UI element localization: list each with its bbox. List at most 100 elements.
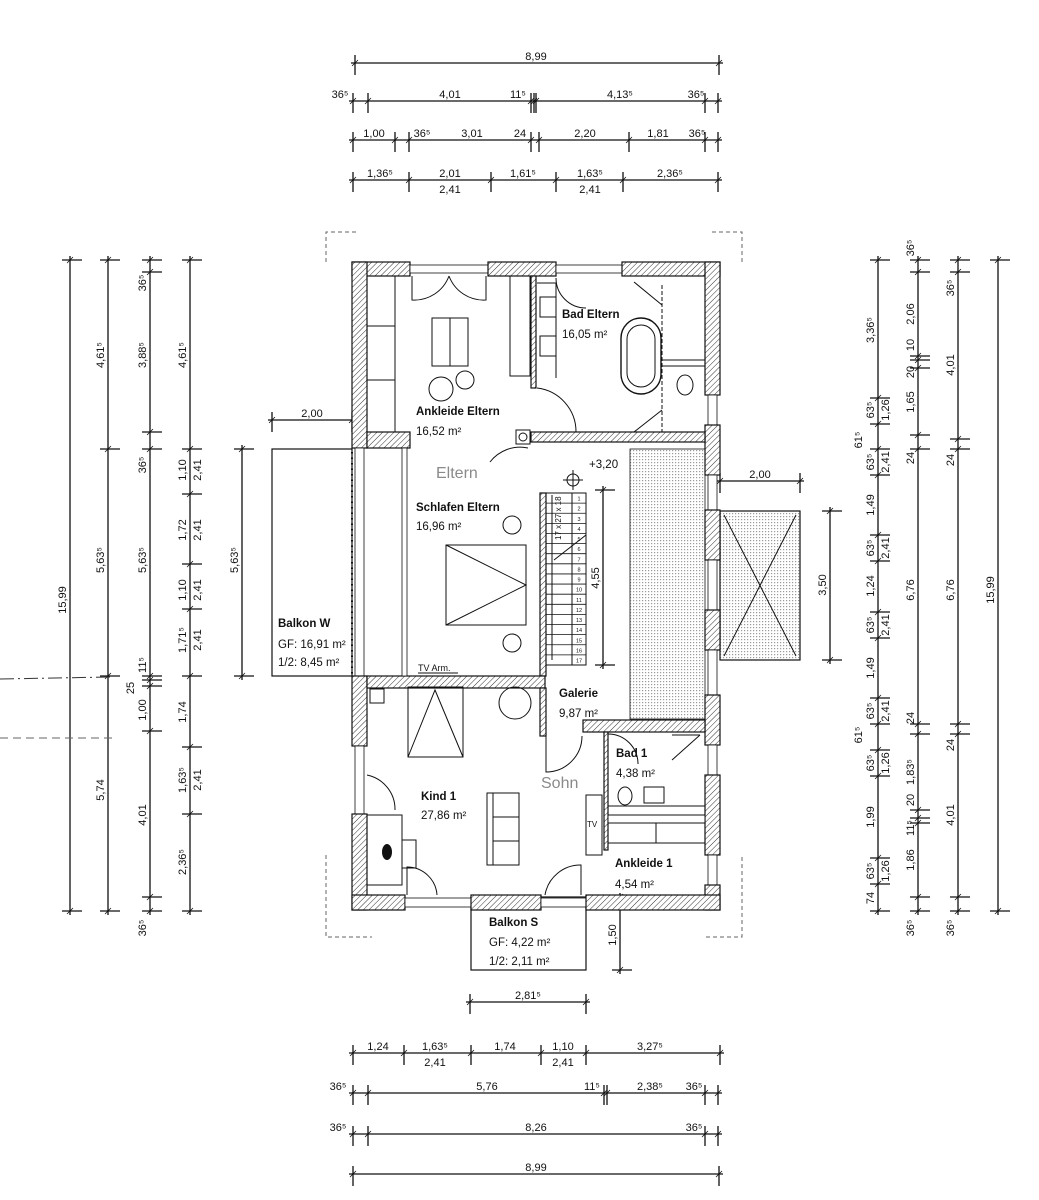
dimension-tick [146,727,154,735]
stair-step-number: 2 [577,507,580,513]
dimension-tick [66,907,74,915]
reference-lines [0,231,743,938]
dimension-label: 1,74 [494,1041,515,1053]
room-area: 27,86 m² [421,810,467,822]
dimension-label: 2,00 [749,469,770,481]
dimension-label: 4,61⁵ [95,342,107,368]
dimension-tick [796,477,804,485]
dimension-chain: 2,00 [716,469,804,493]
dimension-tick [186,672,194,680]
dimension-label: 10 [905,339,917,351]
dimension-label: 63⁵ [865,454,877,471]
dimension-label: 20 [905,794,917,806]
dimension-tick [954,268,962,276]
dimension-tick [582,998,590,1006]
dimension-tick [186,560,194,568]
dimension-label: 4,13⁵ [607,89,633,101]
dimension-tick [914,814,922,822]
dimension-tick [104,672,112,680]
dimension-label: 61⁵ [853,727,865,744]
dimension-label: 1,10 [177,579,189,600]
dimension-tick [186,490,194,498]
dimension-label: 3,88⁵ [137,342,149,368]
dimension-label: 1,99 [865,806,877,827]
dimension-tick [874,445,882,453]
dimension-tick [714,1130,722,1138]
dimension-label: 1,86 [905,849,917,870]
dimension-tick [268,416,276,424]
dimension-tick [874,394,882,402]
dimension-label: 3,01 [461,128,482,140]
dimension-tick [364,1089,372,1097]
dimension-chain: 5,63⁵ [229,445,254,680]
dimension-tick [914,268,922,276]
dimension-tick [146,907,154,915]
dimension-tick [527,136,535,144]
dimension-label: 1,72 [177,519,189,540]
room-name: Bad Eltern [562,309,620,321]
dimension-label: 36⁵ [686,1081,703,1093]
dimension-label: 15,99 [57,586,69,614]
dimension-tick [954,435,962,443]
dimension-label: 4,01 [945,804,957,825]
dimension-tick [146,672,154,680]
dimension-label: 2,41 [192,519,204,540]
dimension-label: 2,41 [880,614,892,635]
dimension-label: 8,99 [525,51,546,63]
stair-step-number: 12 [576,608,582,614]
stair-step-number: 14 [576,628,582,634]
zone-label-sohn: Sohn [541,775,578,792]
dimension-tick [954,445,962,453]
dimension-tick [349,1089,357,1097]
tv-label: TV [587,820,598,829]
dimension-tick [954,720,962,728]
room-name: Galerie [559,688,598,700]
exterior-walls [351,261,721,911]
dimension-tick [186,743,194,751]
stair-step-number: 3 [577,517,580,523]
dimension-label: 24 [945,739,957,751]
dimension-tick [874,772,882,780]
dimension-tick [146,428,154,436]
dimension-tick [954,907,962,915]
dimension-tick [405,176,413,184]
dimension-label: 25 [125,682,137,694]
dimension-label: 36⁵ [137,275,149,292]
dimension-label: 6,76 [945,579,957,600]
dimension-tick [146,893,154,901]
dimension-tick [603,1089,611,1097]
dimension-label: 2,41 [192,459,204,480]
dimension-tick [349,136,357,144]
dimension-tick [186,256,194,264]
dimension-tick [874,608,882,616]
stair-step-number: 10 [576,588,582,594]
dimension-tick [954,256,962,264]
dimension-label: 2,41 [880,451,892,472]
dimension-tick [405,136,413,144]
dimension-label: 2,41 [880,700,892,721]
dimension-tick [701,1089,709,1097]
dimension-tick [535,136,543,144]
dimension-label: 36⁵ [137,920,149,937]
dimension-tick [146,682,154,690]
dimension-label: 5,76 [476,1081,497,1093]
balcony-gross-area: GF: 4,22 m² [489,937,551,949]
dimension-label: 63⁵ [865,540,877,557]
balcony-gross-area: GF: 16,91 m² [278,639,346,651]
stair-step-number: 9 [577,578,580,584]
dimension-tick [914,352,922,360]
furniture [366,275,706,896]
dimension-label: 63⁵ [865,703,877,720]
stair-spec: 17 x 27 x 18 [554,496,563,540]
dimension-tick [599,486,607,494]
stair-step-number: 1 [577,497,580,503]
dimension-label: 2,41 [439,184,460,196]
dimension-label: 2,41 [192,629,204,650]
dimension-label: 36⁵ [686,1122,703,1134]
dimension-tick [66,256,74,264]
dimension-tick [994,907,1002,915]
room-name: Ankleide Eltern [416,406,500,418]
